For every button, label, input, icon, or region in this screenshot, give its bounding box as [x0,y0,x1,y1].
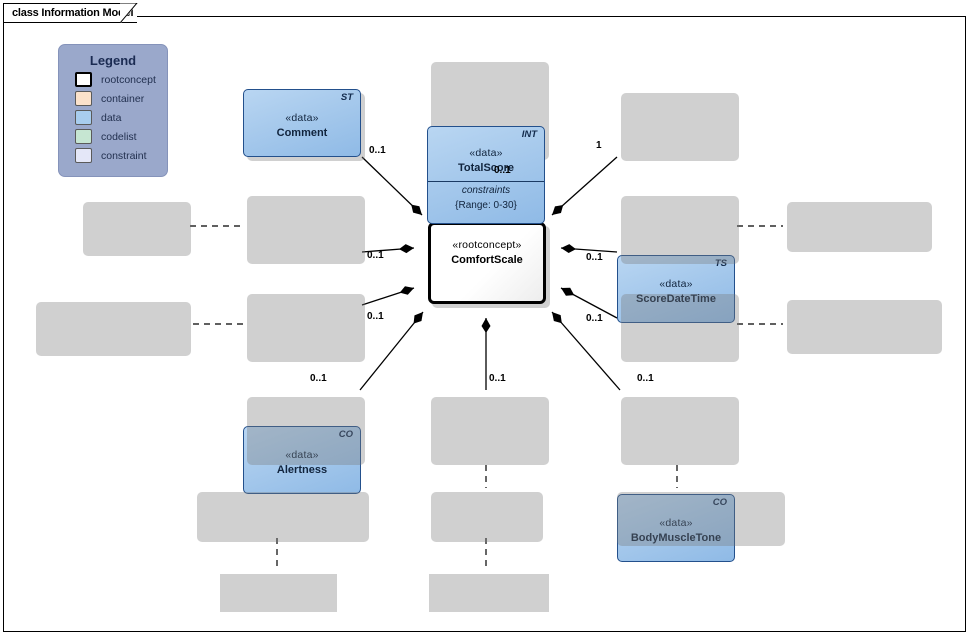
codelist-bodymovement-shadow [617,492,785,546]
legend-swatch-data [75,110,92,125]
class-totalscore-stereotype: «data» [469,147,503,159]
class-facialtone-shadow [621,294,739,362]
class-comment-tag: ST [340,92,353,103]
class-totalscore-divider [428,181,544,182]
class-bodymovement-shadow [621,397,739,465]
class-totalscore[interactable]: INT «data» TotalScore constraints {Range… [427,126,545,224]
multiplicity-totalscore: 0..1 [494,165,511,176]
diagram-tab-corner [120,3,138,23]
multiplicity-scoredatetime: 1 [596,140,602,151]
note-ventilated-shadow [220,574,337,612]
legend-item-rootconcept: rootconcept [75,72,167,87]
multiplicity-comment: 0..1 [369,145,386,156]
legend-label-codelist: codelist [101,130,137,143]
class-calmness-shadow [247,294,365,362]
legend-label-container: container [101,92,145,105]
class-totalscore-compartment-text: {Range: 0-30} [455,200,517,211]
class-scoredatetime[interactable]: TS «data» ScoreDateTime [617,255,735,323]
class-alertness[interactable]: CO «data» Alertness [243,426,361,494]
class-comfortscale-name: ComfortScale [451,254,523,266]
legend-item-constraint: constraint [75,148,167,163]
class-bodymuscletone-tag: CO [712,497,727,508]
legend-swatch-rootconcept [75,72,92,87]
class-scoredatetime-shadow [621,93,739,161]
legend-title: Legend [89,53,137,68]
legend-label-rootconcept: rootconcept [101,73,156,86]
diagram-frame-tab: class Information Model [3,3,138,23]
class-totalscore-tag: INT [521,129,537,140]
multiplicity-respiratoryresponse: 0..1 [310,373,327,384]
multiplicity-bodymovement: 0..1 [637,373,654,384]
legend-item-container: container [75,91,167,106]
multiplicity-facialtone: 0..1 [586,313,603,324]
codelist-crying-shadow [431,492,543,542]
class-alertness-tag: CO [338,429,353,440]
legend-label-constraint: constraint [101,149,147,162]
class-bodymuscletone[interactable]: CO «data» BodyMuscleTone [617,494,735,562]
legend-swatch-codelist [75,129,92,144]
legend-item-data: data [75,110,167,125]
legend-swatch-container [75,91,92,106]
class-scoredatetime-name: ScoreDateTime [636,293,716,305]
class-scoredatetime-stereotype: «data» [659,278,693,290]
multiplicity-calmness-agitation: 0..1 [367,311,384,322]
legend-swatch-constraint [75,148,92,163]
multiplicity-crying: 0..1 [489,373,506,384]
class-totalscore-compartment-title: constraints [461,185,511,196]
class-scoredatetime-tag: TS [714,258,727,269]
note-breathing-shadow [429,574,549,612]
class-bodymuscletone-shadow [621,196,739,264]
codelist-facialtone-shadow [787,300,942,354]
legend: Legend rootconcept container data codeli… [58,44,168,177]
diagram-frame-label: class Information Model [12,7,134,19]
class-totalscore-name: TotalScore [457,162,515,174]
class-alertness-stereotype: «data» [285,449,319,461]
class-comment-name: Comment [276,127,328,139]
class-respiratoryresponse-shadow [247,397,365,465]
class-comfortscale[interactable]: «rootconcept» ComfortScale [428,222,546,304]
class-comment-stereotype: «data» [285,112,319,124]
class-crying-shadow [431,397,549,465]
codelist-alertness-shadow [83,202,191,256]
multiplicity-bodymuscletone: 0..1 [586,252,603,263]
legend-item-codelist: codelist [75,129,167,144]
class-bodymuscletone-stereotype: «data» [659,517,693,529]
class-bodymuscletone-name: BodyMuscleTone [630,532,722,544]
class-alertness-shadow [247,196,365,264]
multiplicity-alertness: 0..1 [367,250,384,261]
legend-label-data: data [101,111,122,124]
class-comment[interactable]: ST «data» Comment [243,89,361,157]
codelist-calmness-shadow [36,302,191,356]
codelist-bodymuscletone-shadow [787,202,932,252]
class-comfortscale-stereotype: «rootconcept» [452,239,522,251]
codelist-respiratoryresponse-shadow [197,492,369,542]
class-alertness-name: Alertness [276,464,328,476]
